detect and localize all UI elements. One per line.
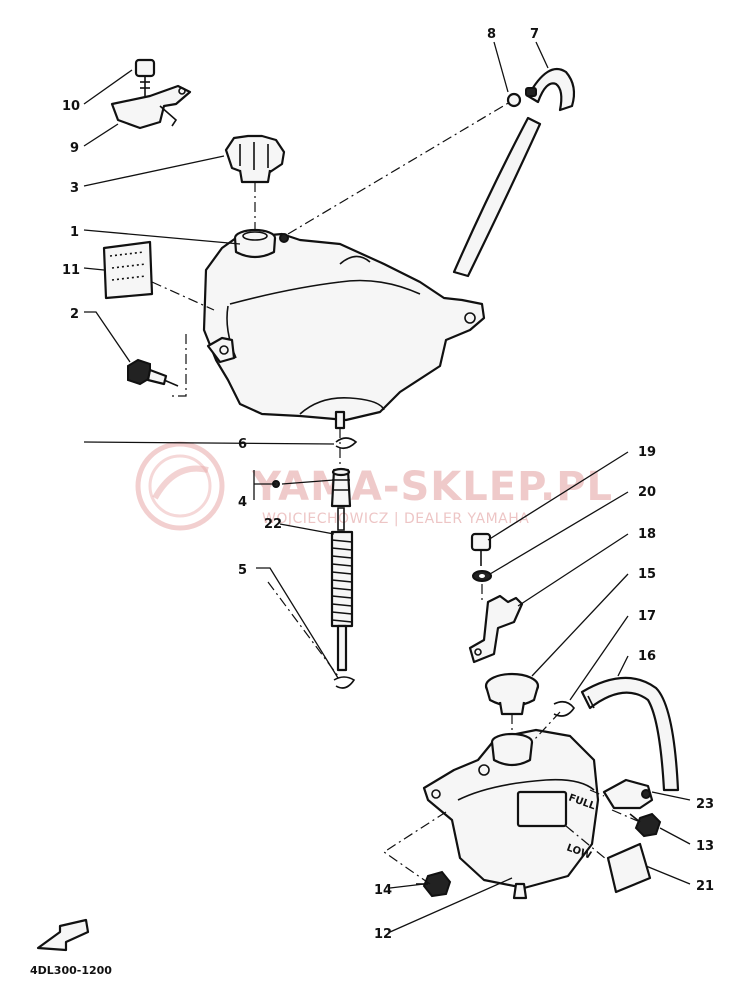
watermark: YAMA-SKLEP.PL WOJCIECHOWICZ | DEALER YAM… (135, 441, 613, 531)
assembly-lines (151, 101, 641, 885)
fuel-tank-1 (202, 228, 486, 430)
spring-22 (330, 507, 354, 628)
callout-6: 6 (238, 437, 247, 452)
breather-hose-7 (452, 67, 576, 278)
filler-cap-3 (224, 134, 286, 184)
clamp-23 (602, 778, 654, 810)
clip-17 (553, 700, 575, 717)
bolt-2 (127, 358, 179, 387)
callout-5: 5 (238, 563, 247, 578)
clip-6 (335, 437, 358, 450)
watermark-title: YAMA-SKLEP.PL (251, 464, 613, 510)
bolt-10 (134, 58, 156, 96)
callout-21: 21 (696, 879, 714, 894)
stay-18 (468, 594, 524, 664)
callout-14: 14 (374, 883, 392, 898)
callout-19: 19 (638, 445, 656, 460)
callout-20: 20 (638, 485, 656, 500)
reservoir-tank-12: FULL LOW (422, 728, 600, 900)
callout-9: 9 (70, 141, 79, 156)
callout-3: 3 (70, 181, 79, 196)
callout-17: 17 (638, 609, 656, 624)
callout-18: 18 (638, 527, 656, 542)
fuel-filter-4 (272, 467, 352, 508)
watermark-logo (135, 441, 225, 531)
callout-13: 13 (696, 839, 714, 854)
callout-15: 15 (638, 567, 656, 582)
watermark-subtitle: WOJCIECHOWICZ | DEALER YAMAHA (262, 511, 529, 527)
callout-23: 23 (696, 797, 714, 812)
callout-4: 4 (238, 495, 247, 510)
callout-10: 10 (62, 99, 80, 114)
callout-2: 2 (70, 307, 79, 322)
callout-8: 8 (487, 27, 496, 42)
diagram-code: 4DL300-1200 (30, 964, 112, 977)
callout-1: 1 (70, 225, 79, 240)
callout-22: 22 (264, 517, 282, 532)
callout-12: 12 (374, 927, 392, 942)
reservoir-cap-15 (484, 672, 540, 716)
callout-labels: 10 9 3 1 11 2 6 4 22 5 8 7 19 20 18 15 1… (62, 27, 714, 942)
pipe-5 (333, 624, 356, 689)
callout-7: 7 (530, 27, 539, 42)
label-21 (606, 842, 652, 894)
overflow-hose-16 (580, 676, 680, 792)
leader-lines (83, 41, 691, 933)
bracket-9 (110, 84, 192, 130)
pad-11 (102, 240, 154, 300)
bolt-19 (470, 532, 492, 566)
callout-11: 11 (62, 263, 80, 278)
callout-16: 16 (638, 649, 656, 664)
bolt-13 (629, 812, 662, 838)
washer-20 (472, 570, 492, 582)
front-arrow-icon (36, 918, 90, 952)
